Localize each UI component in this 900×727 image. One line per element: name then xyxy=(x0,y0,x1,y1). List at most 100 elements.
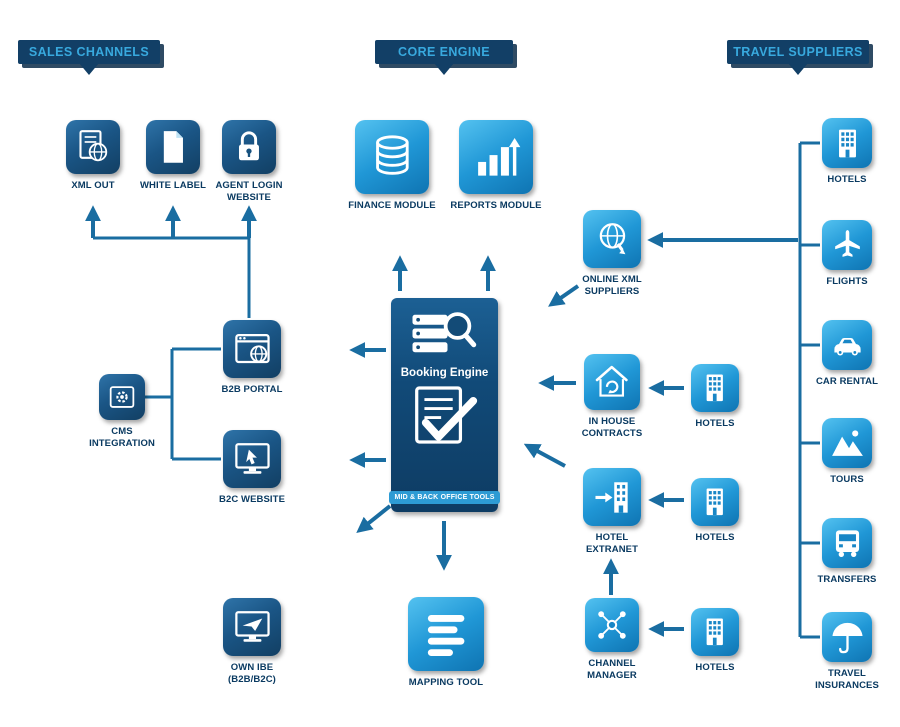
node-label: CAR RENTAL xyxy=(815,376,879,387)
node-cms-integration: CMS INTEGRATION xyxy=(82,374,162,451)
node-own-ibe: OWN IBE (B2B/B2C) xyxy=(212,598,292,687)
reports-module-tile[interactable] xyxy=(459,120,533,194)
agent-login-tile[interactable] xyxy=(222,120,276,174)
node-label: REPORTS MODULE xyxy=(450,200,542,211)
white-label-tile[interactable] xyxy=(146,120,200,174)
node-label: ONLINE XML SUPPLIERS xyxy=(582,274,642,298)
node-label: B2B PORTAL xyxy=(221,384,283,395)
xml-out-tile[interactable] xyxy=(66,120,120,174)
node-hotels-mid-3: HOTELS xyxy=(682,608,748,674)
node-channel-manager: CHANNEL MANAGER xyxy=(574,598,650,683)
node-label: FLIGHTS xyxy=(826,276,868,287)
finance-module-tile[interactable] xyxy=(355,120,429,194)
mountains-icon xyxy=(831,429,863,456)
house-refresh-icon xyxy=(596,366,628,397)
blank-page-icon xyxy=(163,131,183,163)
header-core-engine: CORE ENGINE xyxy=(375,40,513,64)
header-label: TRAVEL SUPPLIERS xyxy=(733,45,863,59)
in-house-contracts-tile[interactable] xyxy=(584,354,640,410)
node-online-xml-suppliers: ONLINE XML SUPPLIERS xyxy=(572,210,652,299)
node-white-label: WHITE LABEL xyxy=(133,120,213,192)
header-sales-channels: SALES CHANNELS xyxy=(18,40,160,64)
node-car-rental: CAR RENTAL xyxy=(802,320,892,388)
hotels-tile[interactable] xyxy=(691,364,739,412)
node-label: HOTEL EXTRANET xyxy=(586,532,638,556)
coins-stack-icon xyxy=(375,135,409,175)
monitor-plane-icon xyxy=(234,610,270,642)
padlock-icon xyxy=(239,131,259,161)
node-label: HOTELS xyxy=(695,662,735,673)
node-reports-module: REPORTS MODULE xyxy=(446,120,546,212)
travel-insurances-tile[interactable] xyxy=(822,612,872,662)
list-lines-icon xyxy=(427,614,465,656)
b2c-website-tile[interactable] xyxy=(223,430,281,488)
node-mapping-tool: MAPPING TOOL xyxy=(402,597,490,689)
node-label: WHITE LABEL xyxy=(139,180,206,191)
bus-icon xyxy=(835,529,859,557)
node-label: MAPPING TOOL xyxy=(408,677,484,688)
own-ibe-tile[interactable] xyxy=(223,598,281,656)
node-label: TOURS xyxy=(830,474,864,485)
node-b2b-portal: B2B PORTAL xyxy=(212,320,292,396)
node-label: OWN IBE (B2B/B2C) xyxy=(228,662,276,686)
cms-integration-tile[interactable] xyxy=(99,374,145,420)
document-check-icon xyxy=(414,386,477,444)
hotels-tile[interactable] xyxy=(691,608,739,656)
booking-engine-footer: MID & BACK OFFICE TOOLS xyxy=(389,491,500,504)
car-rental-tile[interactable] xyxy=(822,320,872,370)
node-tours: TOURS xyxy=(802,418,892,486)
node-xml-out: XML OUT xyxy=(53,120,133,192)
transfers-tile[interactable] xyxy=(822,518,872,568)
node-agent-login: AGENT LOGIN WEBSITE xyxy=(209,120,289,205)
node-label: HOTELS xyxy=(827,174,867,185)
node-finance-module: FINANCE MODULE xyxy=(342,120,442,212)
channel-manager-tile[interactable] xyxy=(585,598,639,652)
node-label: IN HOUSE CONTRACTS xyxy=(581,416,643,440)
node-label: XML OUT xyxy=(71,180,115,191)
document-globe-icon xyxy=(79,130,108,162)
online-xml-suppliers-tile[interactable] xyxy=(583,210,641,268)
building-icon xyxy=(706,374,724,402)
node-hotels-mid-2: HOTELS xyxy=(682,478,748,544)
b2b-portal-tile[interactable] xyxy=(223,320,281,378)
node-label: TRANSFERS xyxy=(817,574,877,585)
hotels-tile[interactable] xyxy=(822,118,872,168)
node-label: TRAVEL INSURANCES xyxy=(815,668,879,692)
flights-tile[interactable] xyxy=(822,220,872,270)
globe-arrow-icon xyxy=(599,222,625,254)
car-icon xyxy=(833,337,861,356)
umbrella-icon xyxy=(831,622,863,653)
building-icon xyxy=(838,129,856,157)
monitor-cursor-icon xyxy=(234,442,270,474)
booking-engine-title: Booking Engine xyxy=(400,367,489,379)
header-label: CORE ENGINE xyxy=(398,45,490,59)
network-nodes-icon xyxy=(598,611,626,639)
node-hotels: HOTELS xyxy=(802,118,892,186)
gear-device-icon xyxy=(109,386,135,408)
node-label: AGENT LOGIN WEBSITE xyxy=(215,180,283,204)
building-icon xyxy=(706,618,724,646)
server-search-icon xyxy=(412,312,476,353)
node-label: FINANCE MODULE xyxy=(348,200,436,211)
hotel-extranet-tile[interactable] xyxy=(583,468,641,526)
mapping-tool-tile[interactable] xyxy=(408,597,484,671)
browser-globe-icon xyxy=(234,333,270,363)
building-icon xyxy=(706,488,724,516)
node-label: CHANNEL MANAGER xyxy=(587,658,637,682)
node-hotel-extranet: HOTEL EXTRANET xyxy=(570,468,654,557)
hotels-tile[interactable] xyxy=(691,478,739,526)
header-label: SALES CHANNELS xyxy=(28,45,150,59)
node-flights: FLIGHTS xyxy=(802,220,892,288)
node-label: B2C WEBSITE xyxy=(218,494,286,505)
node-hotels-mid-1: HOTELS xyxy=(682,364,748,430)
node-label: HOTELS xyxy=(695,418,735,429)
bar-chart-icon xyxy=(477,137,520,176)
node-label: CMS INTEGRATION xyxy=(89,426,155,450)
node-transfers: TRANSFERS xyxy=(802,518,892,586)
booking-engine-panel[interactable]: Booking Engine MID & BACK OFFICE TOOLS xyxy=(389,298,500,512)
header-travel-suppliers: TRAVEL SUPPLIERS xyxy=(727,40,869,64)
tours-tile[interactable] xyxy=(822,418,872,468)
node-in-house-contracts: IN HOUSE CONTRACTS xyxy=(572,354,652,441)
